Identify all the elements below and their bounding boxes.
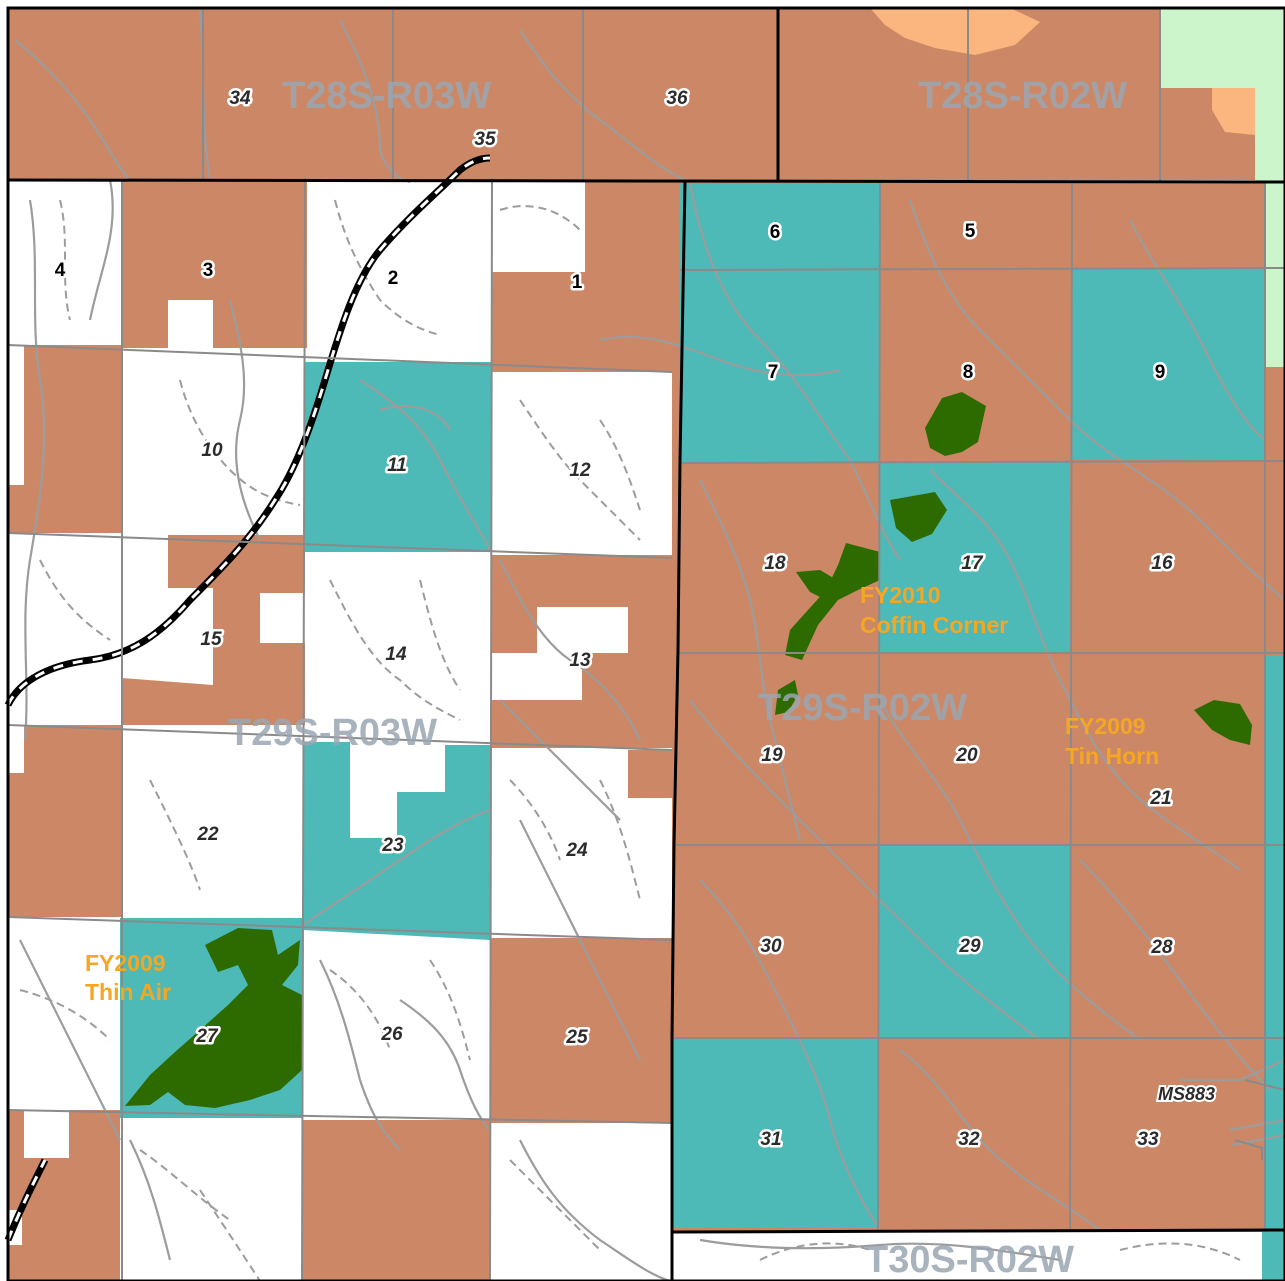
project-area-thin-air[interactable] [125,928,302,1108]
parcel-state-sec31 [673,1038,878,1228]
section-label-26: 26 [380,1024,403,1045]
project-name-coffin-corner: Coffin Corner [860,612,1008,638]
project-area-coffin-corner[interactable] [775,680,798,715]
section-label-12: 12 [569,460,591,481]
section-label-14: 14 [385,644,407,665]
section-label-35: 35 [474,129,496,150]
parcel-private [8,345,24,485]
parcel-private [8,725,24,773]
township-labels: T28S-R03W T28S-R02W T29S-R03W T29S-R02W … [228,75,1127,1281]
township-label-t29s-r02w: T29S-R02W [758,687,967,729]
section-label-24: 24 [565,840,588,861]
parcel-private [260,593,305,643]
railroad [4,154,491,1242]
section-label-31: 31 [760,1129,781,1150]
parcel-state-sec17 [880,462,1070,652]
project-name-thin-air: Thin Air [85,979,171,1005]
section-label-23: 23 [381,835,404,856]
section-label-30: 30 [760,936,782,957]
section-label-1: 1 [572,272,583,293]
section-label-8: 8 [963,362,974,383]
section-label-3: 3 [203,260,214,281]
section-label-21: 21 [1149,788,1171,809]
project-area-coffin-corner[interactable] [796,570,840,600]
section-label-6: 6 [770,222,781,243]
parcel-blm-sec15 [122,535,305,725]
parcel-private [672,1232,1285,1281]
parcel-state-sec23 [303,742,490,940]
section-label-19: 19 [761,745,783,766]
parcel-blm-sec25 [490,938,672,1123]
section-label-15: 15 [200,629,222,650]
section-label-22: 22 [196,824,219,845]
section-label-18: 18 [764,553,786,574]
project-area-coffin-corner[interactable] [925,392,986,456]
project-labels: FY2009 Thin Air FY2010 Coffin Corner FY2… [85,582,1159,1005]
section-label-9: 9 [1155,362,1166,383]
section-label-7: 7 [768,362,779,383]
parcel-state [1262,1232,1285,1281]
township-label-t29s-r03w: T29S-R03W [228,712,437,754]
claim-label-ms883: MS883 [1158,1084,1215,1104]
section-grid [7,8,1285,1281]
section-label-16: 16 [1151,553,1173,574]
section-label-2: 2 [388,268,399,289]
parcel-forest-service [1265,182,1285,367]
section-label-29: 29 [958,936,981,957]
parcel-blm-sec1 [492,182,672,372]
section-labels: 34 35 36 4 3 2 1 6 5 7 8 9 10 11 12 18 1… [52,86,1175,1153]
parcel-blm [302,1120,490,1281]
parcel-other-federal [1212,88,1255,135]
section-label-5: 5 [965,221,976,242]
parcel-blm [8,345,122,533]
township-label-t28s-r02w: T28S-R02W [918,75,1127,117]
project-year-tin-horn: FY2009 [1065,713,1146,739]
project-year-coffin-corner: FY2010 [860,582,941,608]
parcel-state-sec7 [680,270,880,463]
section-label-34: 34 [229,88,251,109]
parcel-blm-sec3 [122,180,307,348]
parcel-blm [8,725,122,917]
project-area-tin-horn[interactable] [1194,700,1252,745]
section-label-28: 28 [1150,937,1173,958]
parcel-other-federal [870,8,1040,55]
township-boundaries [6,6,1285,1281]
section-label-32: 32 [958,1129,980,1150]
section-label-17: 17 [961,553,984,574]
project-name-tin-horn: Tin Horn [1065,743,1159,769]
parcel-private [24,1110,69,1158]
parcel-state-sec29 [880,845,1070,1038]
section-label-10: 10 [201,440,223,461]
township-label-t28s-r03w: T28S-R03W [282,75,491,117]
trails-layer [19,199,1241,1281]
parcel-state-sec6 [680,184,880,270]
project-area-coffin-corner[interactable] [890,492,947,542]
project-area-coffin-corner[interactable] [785,543,880,660]
township-label-t30s-r02w: T30S-R02W [865,1239,1074,1281]
section-label-4: 4 [55,260,66,281]
project-year-thin-air: FY2009 [85,950,166,976]
parcel-blm [8,8,1258,180]
section-label-20: 20 [955,745,978,766]
parcel-state-sec9 [1072,270,1265,460]
parcel-private [168,300,213,350]
section-label-11: 11 [387,455,407,476]
parcel-state-east-edge [1265,655,1285,1230]
parcel-state-sec11 [305,362,492,552]
section-label-33: 33 [1137,1129,1159,1150]
parcel-forest-service [1255,88,1285,183]
parcel-forest-service [1160,8,1285,88]
section-label-13: 13 [569,650,591,671]
roads-layer [14,9,1285,1281]
section-label-25: 25 [565,1027,588,1048]
section-label-27: 27 [195,1026,219,1047]
project-areas [125,392,1252,1108]
section-label-36: 36 [666,88,688,109]
parcel-blm-sec24 [628,750,672,798]
